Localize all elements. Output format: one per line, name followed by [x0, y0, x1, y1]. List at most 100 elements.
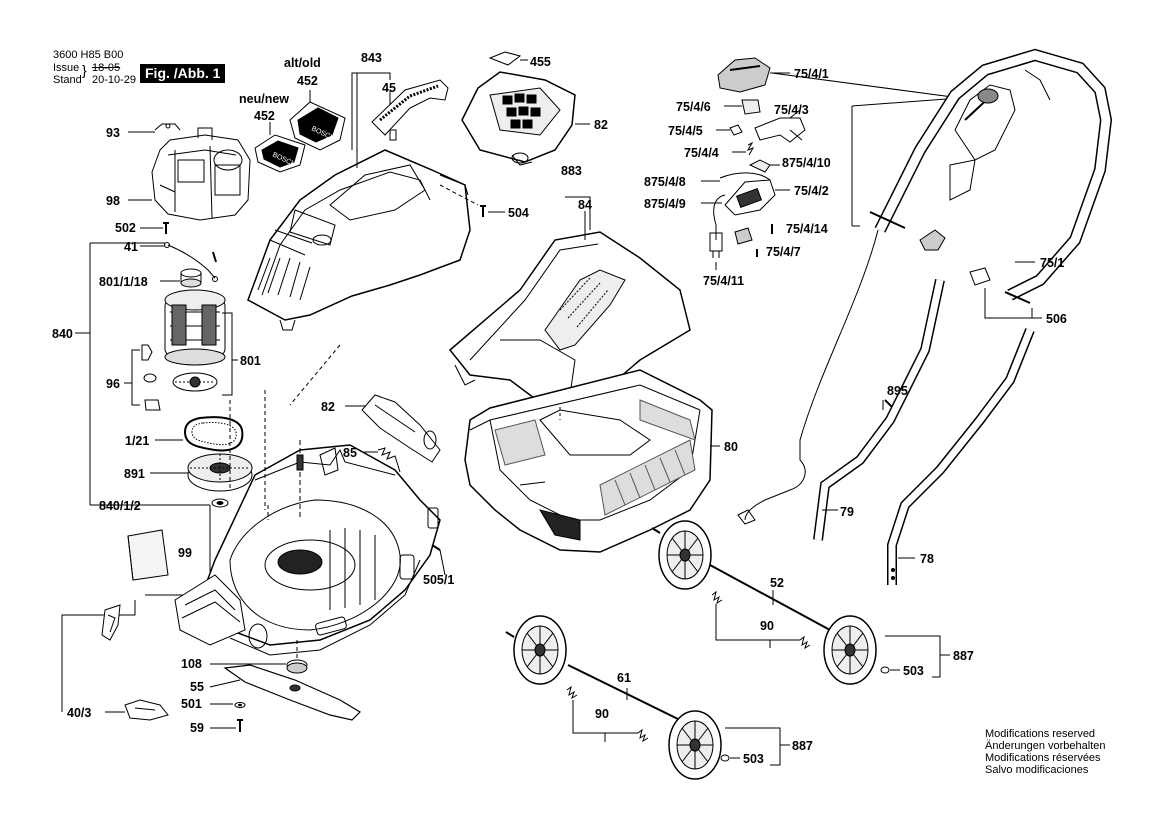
- issue-label: Issue: [53, 62, 80, 74]
- label-93: 93: [106, 126, 120, 140]
- label-501: 501: [181, 697, 202, 711]
- label-75-1: 75/1: [1040, 256, 1064, 270]
- label-455: 455: [530, 55, 551, 69]
- motor-801: [164, 289, 226, 392]
- label-84: 84: [578, 198, 592, 212]
- grass-box-mesh: [494, 399, 696, 516]
- label-90-rear: 90: [760, 619, 774, 633]
- label-891: 891: [124, 467, 145, 481]
- label-502: 502: [115, 221, 136, 235]
- bolt-75-1: [869, 211, 906, 229]
- lower-handle-78: [887, 328, 1035, 585]
- lever-75-4-3: [754, 117, 806, 143]
- label-452-old: 452: [297, 74, 318, 88]
- label-503-front: 503: [743, 752, 764, 766]
- label-505-1: 505/1: [423, 573, 454, 587]
- indicator-grid: [502, 93, 541, 129]
- label-503-rear: 503: [903, 664, 924, 678]
- label-452-new: 452: [254, 109, 275, 123]
- label-75-4-6: 75/4/6: [676, 100, 711, 114]
- part-labels: alt/old 452 neu/new 452 843 45 455 82 93…: [52, 51, 1067, 766]
- belt-1-21: [183, 416, 244, 452]
- note-de: Änderungen vorbehalten: [985, 740, 1106, 752]
- clip-75-4-6: [741, 99, 761, 115]
- label-75-4-14: 75/4/14: [786, 222, 828, 236]
- label-80: 80: [724, 440, 738, 454]
- cable-895: [737, 229, 896, 525]
- label-875-4-9: 875/4/9: [644, 197, 686, 211]
- pin-75-4-5: [729, 124, 743, 136]
- label-98: 98: [106, 194, 120, 208]
- screw-502: [163, 222, 169, 234]
- spring-85: [377, 447, 401, 473]
- badge-452-old: [289, 101, 346, 151]
- label-895: 895: [887, 384, 908, 398]
- spring-90-b: [566, 685, 649, 743]
- header-brace: }: [82, 62, 87, 78]
- label-85: 85: [343, 446, 357, 460]
- pulley-891: [187, 453, 253, 492]
- washer-501: [234, 702, 246, 708]
- middle-handle-79: [813, 278, 945, 541]
- blade-55: [223, 664, 361, 721]
- label-41: 41: [124, 240, 138, 254]
- label-82-lid: 82: [594, 118, 608, 132]
- label-504: 504: [508, 206, 529, 220]
- label-45: 45: [382, 81, 396, 95]
- handle-45: [371, 79, 449, 141]
- label-55: 55: [190, 680, 204, 694]
- hubcap-503-b: [720, 754, 730, 762]
- label-801: 801: [240, 354, 261, 368]
- grass-box-80: [464, 369, 713, 553]
- issue-old-date: 18-05: [92, 62, 121, 74]
- label-59: 59: [190, 721, 204, 735]
- label-75-4-7: 75/4/7: [766, 245, 801, 259]
- brush-set-96: [141, 344, 161, 411]
- fill-indicator-455: [488, 51, 522, 66]
- label-61: 61: [617, 671, 631, 685]
- upper-handle-75-1: [874, 48, 1113, 301]
- lid-82: [461, 71, 576, 166]
- label-52: 52: [770, 576, 784, 590]
- note-fr: Modifications réservées: [985, 752, 1101, 764]
- figure-badge: Fig. /Abb. 1: [140, 64, 226, 83]
- switch-cap-75-4-1: [717, 57, 771, 93]
- label-875-4-10: 875/4/10: [782, 156, 831, 170]
- bushing-506: [969, 267, 1031, 304]
- label-alt-old: alt/old: [284, 56, 321, 70]
- mower-deck: [174, 440, 441, 656]
- clip-93: [154, 123, 181, 131]
- spring-75-4-4: [746, 141, 755, 156]
- label-90-front: 90: [595, 707, 609, 721]
- screw-504: [480, 205, 486, 217]
- wheel-front-right: [668, 710, 722, 780]
- label-79: 79: [840, 505, 854, 519]
- cable-875-4-10: [748, 159, 771, 173]
- bracket-40-3: [61, 600, 136, 712]
- upper-cover-843: [247, 149, 471, 331]
- label-108: 108: [181, 657, 202, 671]
- label-75-4-11: 75/4/11: [703, 274, 744, 288]
- label-843: 843: [361, 51, 382, 65]
- note-en: Modifications reserved: [985, 728, 1096, 740]
- stand-date: 20-10-29: [92, 74, 137, 86]
- cable-41: [164, 242, 218, 282]
- label-99: 99: [178, 546, 192, 560]
- axle-52: [709, 564, 831, 631]
- latch-40-3: [101, 604, 169, 721]
- filter-99: [127, 529, 169, 581]
- label-887-rear: 887: [953, 649, 974, 663]
- part-number: 3600 H85 B00: [53, 49, 124, 61]
- rear-flap-82: [361, 394, 441, 463]
- wire-875-4-8: [719, 172, 771, 181]
- label-82-flap: 82: [321, 400, 335, 414]
- motor-housing: [151, 127, 251, 221]
- wheel-rear-right: [823, 615, 877, 685]
- label-840-1-2: 840/1/2: [99, 499, 141, 513]
- cable-875-4-9: [709, 194, 726, 258]
- label-75-4-4: 75/4/4: [684, 146, 719, 160]
- label-78: 78: [920, 552, 934, 566]
- switch-housing-75-4-2: [724, 179, 776, 216]
- cover-grille: [257, 209, 336, 301]
